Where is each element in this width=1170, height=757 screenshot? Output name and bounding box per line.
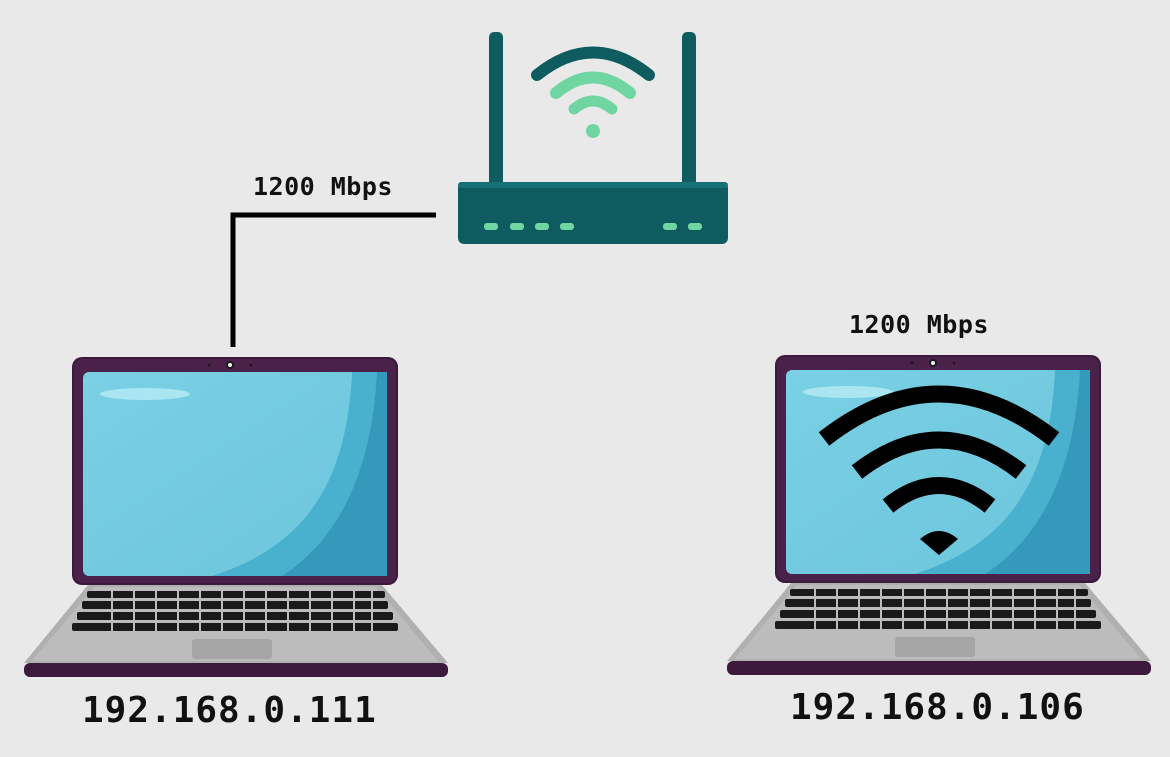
router-leds bbox=[484, 223, 702, 230]
wired-speed-label: 1200 Mbps bbox=[253, 172, 393, 201]
router-body bbox=[458, 182, 728, 244]
ethernet-cable bbox=[230, 212, 436, 347]
wireless-speed-label: 1200 Mbps bbox=[849, 310, 989, 339]
laptop-left bbox=[23, 356, 449, 678]
router-wifi-icon bbox=[531, 46, 655, 138]
router bbox=[458, 32, 728, 244]
wifi-icon bbox=[818, 385, 1060, 555]
laptop-right bbox=[726, 354, 1152, 676]
laptop-right-ip: 192.168.0.106 bbox=[790, 687, 1085, 728]
router-antenna-left bbox=[489, 32, 503, 192]
router-antenna-right bbox=[682, 32, 696, 192]
laptop-left-ip: 192.168.0.111 bbox=[82, 690, 377, 731]
